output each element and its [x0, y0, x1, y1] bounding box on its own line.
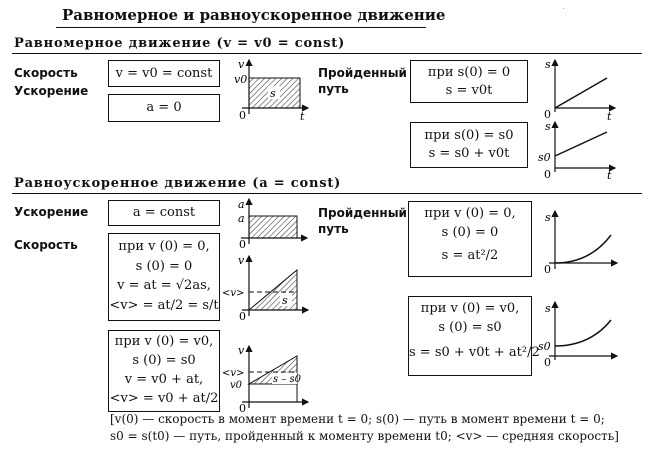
uniform-accel-formula: a = 0 — [146, 100, 182, 116]
s0-tick-label: s0 — [538, 340, 551, 353]
origin-label: 0 — [544, 263, 551, 276]
accel-v-graph-2: s – s0 v <v> v0 0 — [222, 344, 310, 414]
origin-label: 0 — [544, 356, 551, 369]
s-minus-s0-label: s – s0 — [273, 374, 302, 385]
accel-path-label: Пройденный — [318, 206, 407, 220]
origin-label: 0 — [239, 402, 246, 414]
origin-label: 0 — [544, 168, 551, 180]
a-tick-label: a — [238, 212, 245, 225]
s0-tick-label: s0 — [538, 151, 551, 164]
formula-line: <v> = at/2 = s/t — [109, 297, 219, 313]
accel-a-graph: a a 0 — [238, 197, 309, 250]
avg-v-label: <v> — [222, 368, 244, 379]
scan-speck: . — [562, 2, 565, 12]
uniform-path-graph-1: s 0 t — [544, 58, 617, 120]
origin-label: 0 — [239, 310, 246, 322]
accel-formula: a = const — [132, 205, 196, 221]
formula-line: v = v0 + at, — [124, 371, 204, 387]
s-axis-label: s — [545, 302, 551, 315]
uniform-section-rule — [12, 53, 642, 54]
s-line — [554, 131, 608, 157]
s-curve — [554, 234, 612, 264]
origin-label: 0 — [239, 109, 246, 122]
formula-line: при s(0) = s0 — [424, 128, 514, 143]
uniform-speed-formula: v = v0 = const — [115, 65, 213, 81]
uniform-speed-label: Скорость — [14, 66, 78, 80]
t-axis-label: t — [300, 110, 305, 122]
formula-line: при v (0) = 0, — [424, 206, 516, 221]
accel-path-case1-box: при v (0) = 0, s (0) = 0 s = at²/2 — [408, 201, 532, 277]
page-title: Равномерное и равноускоренное движение — [62, 6, 446, 24]
formula-line: при v (0) = 0, — [118, 239, 210, 254]
formula-line: при v (0) = v0, — [114, 334, 214, 349]
formula-line: v = at = √2as, — [117, 278, 211, 293]
formula-line: s = s0 + v0t + at²/2 — [409, 344, 540, 360]
accel-section-rule — [12, 193, 642, 194]
s-label-bg — [268, 86, 280, 99]
v0-tick-label: v0 — [234, 73, 247, 86]
s-line — [554, 77, 608, 109]
s-label-bg — [280, 293, 292, 306]
origin-label: 0 — [544, 108, 551, 120]
footnote: [v(0) — скорость в момент времени t = 0;… — [110, 411, 619, 446]
accel-path-graph-1: s 0 — [544, 209, 619, 276]
uniform-path-case1-box: при s(0) = 0 s = v0t — [410, 60, 528, 103]
formula-line: s = v0t — [445, 82, 493, 98]
footnote-line-2: s0 = s(t0) — путь, пройденный к моменту … — [110, 429, 619, 444]
a-area — [248, 215, 298, 239]
s-axis-label: s — [545, 120, 551, 133]
accel-v-graph-1: s v <v> 0 — [222, 254, 310, 322]
formula-line: s (0) = s0 — [132, 352, 196, 368]
v0-tick-label: v0 — [230, 380, 243, 391]
s-curve — [554, 319, 612, 347]
v-axis-label: v — [238, 344, 245, 357]
formula-line: при s(0) = 0 — [427, 65, 511, 80]
uniform-section-heading: Равномерное движение (v = v0 = const) — [14, 36, 346, 51]
origin-label: 0 — [239, 238, 246, 250]
v-axis-label: v — [238, 254, 245, 267]
accel-formula-box: a = const — [108, 200, 220, 226]
uniform-path-label-2: путь — [318, 82, 349, 96]
uniform-velocity-graph: s v v0 0 t — [234, 58, 310, 122]
uniform-accel-formula-box: a = 0 — [108, 94, 220, 122]
a-axis-label: a — [238, 198, 245, 211]
label-bg — [272, 373, 297, 384]
uniform-path-label: Пройденный — [318, 66, 407, 80]
formula-line: s = at²/2 — [441, 247, 499, 263]
formula-line: s (0) = 0 — [135, 258, 193, 274]
t-axis-label: t — [607, 169, 612, 180]
uniform-path-graph-2: s s0 0 t — [538, 120, 617, 180]
title-underline — [56, 27, 426, 28]
formula-line: при v (0) = v0, — [420, 301, 520, 316]
accel-speed-label: Скорость — [14, 238, 78, 252]
accel-speed-case2-box: при v (0) = v0, s (0) = s0 v = v0 + at, … — [108, 330, 220, 412]
uniform-accel-label: Ускорение — [14, 84, 89, 98]
s-area-label: s — [282, 294, 288, 307]
accel-path-case2-box: при v (0) = v0, s (0) = s0 s = s0 + v0t … — [408, 296, 540, 376]
footnote-line-1: [v(0) — скорость в момент времени t = 0;… — [110, 412, 605, 426]
avg-v-label: <v> — [222, 288, 244, 299]
accel-path-graph-2: s s0 0 — [538, 300, 619, 369]
accel-speed-case1-box: при v (0) = 0, s (0) = 0 v = at = √2as, … — [108, 233, 220, 321]
formula-line: s (0) = 0 — [441, 224, 499, 240]
formula-line: s = s0 + v0t — [428, 145, 510, 161]
s-axis-label: s — [545, 58, 551, 71]
formula-line: <v> = v0 + at/2 — [109, 390, 219, 406]
s-area-label: s — [270, 87, 276, 100]
uniform-path-case2-box: при s(0) = s0 s = s0 + v0t — [410, 122, 528, 168]
v-axis-label: v — [238, 58, 245, 71]
t-axis-label: t — [607, 110, 612, 120]
accel-path-label-2: путь — [318, 222, 349, 236]
accel-accel-label: Ускорение — [14, 205, 89, 219]
uniform-speed-formula-box: v = v0 = const — [108, 60, 220, 87]
accel-section-heading: Равноускоренное движение (a = const) — [14, 176, 342, 191]
s-axis-label: s — [545, 211, 551, 224]
formula-line: s (0) = s0 — [438, 319, 502, 335]
